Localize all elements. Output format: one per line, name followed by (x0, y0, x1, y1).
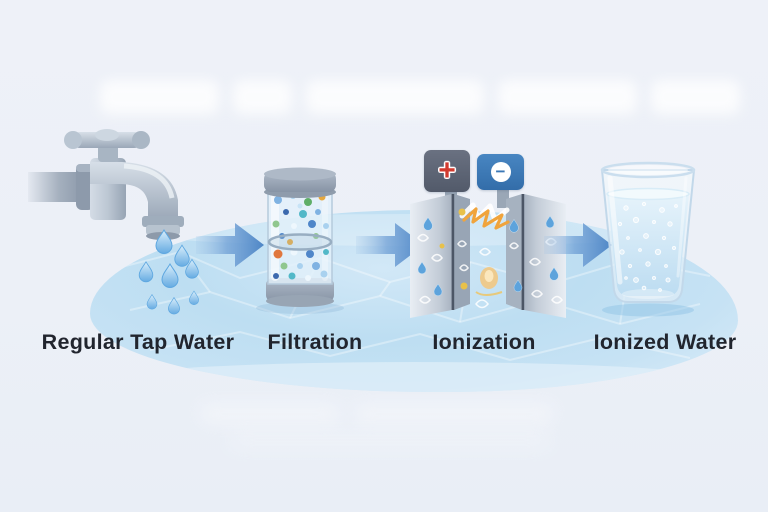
ghost-text-band-2 (230, 432, 550, 448)
ghost-text-band (200, 404, 580, 424)
flow-arrow-icon (196, 223, 264, 267)
flow-arrow-icon (356, 223, 424, 267)
flow-arrow-icon (544, 223, 612, 267)
ghost-title-band (100, 80, 740, 114)
stage-label-ionization: Ionization (432, 330, 536, 354)
faucet-icon (24, 126, 208, 326)
water-glass-icon (596, 160, 700, 318)
electrolysis-plates-icon: + − (406, 146, 572, 318)
plus-icon: + (438, 154, 456, 187)
minus-icon: − (490, 162, 511, 182)
positive-electrode-badge: + (424, 150, 470, 192)
stage-label-ionized-water: Ionized Water (593, 330, 737, 354)
filter-cartridge-icon (248, 162, 352, 314)
stage-label-filtration: Filtration (267, 330, 363, 354)
negative-electrode-badge: − (477, 154, 524, 190)
stage-label-regular-tap-water: Regular Tap Water (41, 330, 235, 354)
